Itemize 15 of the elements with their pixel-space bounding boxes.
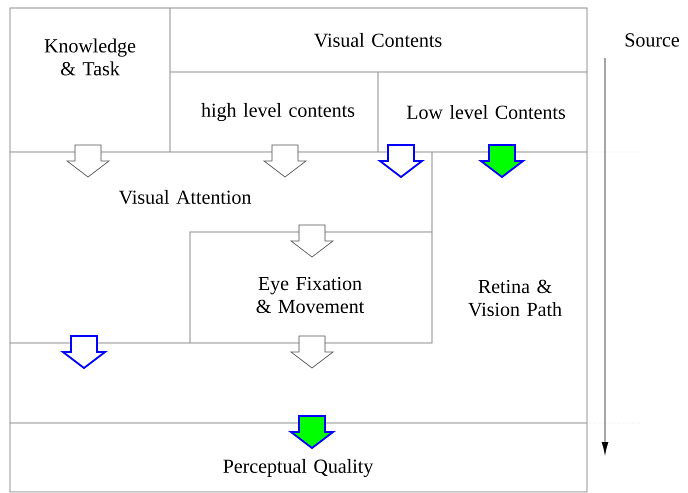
block-arrow (478, 144, 526, 178)
region: Eye Fixation & Movement (190, 232, 432, 344)
block-arrow (290, 224, 334, 258)
block-arrow (377, 144, 425, 178)
block-arrow (288, 414, 336, 450)
block-arrow (66, 144, 110, 178)
region: high level contents (170, 72, 378, 152)
block-arrow (60, 334, 108, 370)
axis-label: Source (626, 33, 679, 47)
region: Perceptual Quality (10, 422, 588, 492)
block-arrow (290, 336, 334, 368)
block-arrow (262, 144, 308, 178)
region: Visual Contents (170, 8, 588, 72)
region: Low level Contents (378, 72, 588, 152)
region: Knowledge & Task (10, 8, 170, 152)
